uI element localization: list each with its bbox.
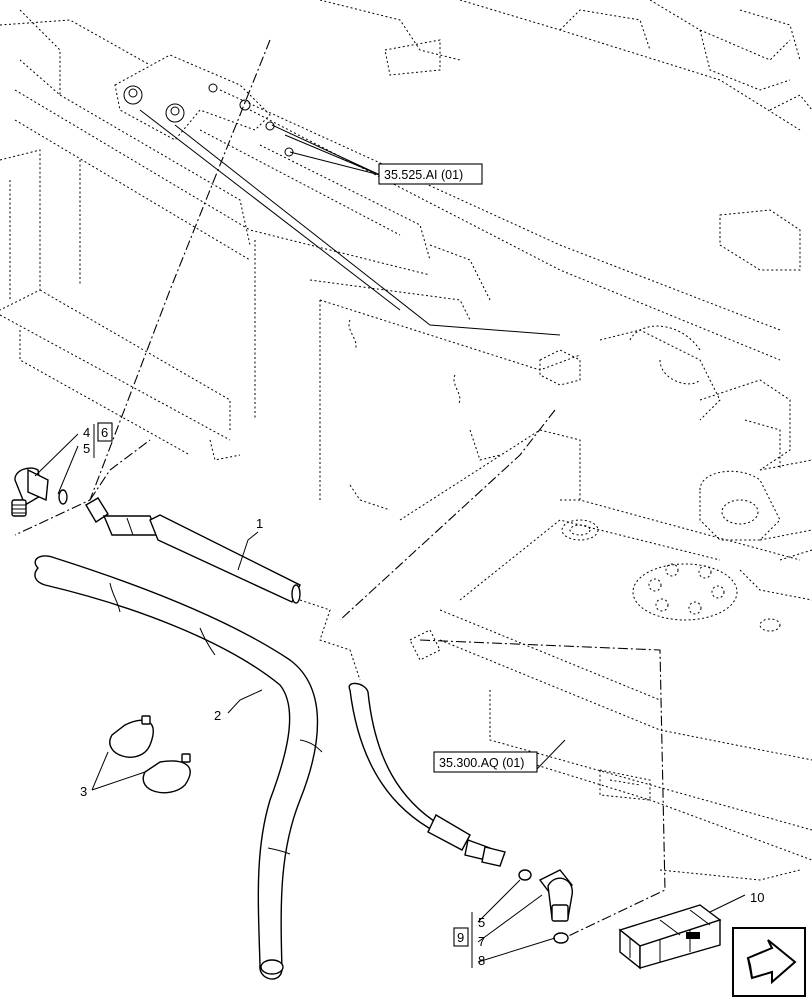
leader-lines bbox=[34, 124, 746, 963]
ref-box-35-300[interactable] bbox=[433, 751, 538, 773]
part-10-kit-crate bbox=[618, 904, 722, 970]
callout-9-box bbox=[453, 927, 469, 947]
elbow-fitting-lower bbox=[518, 869, 574, 944]
callout-6: 6 bbox=[101, 425, 108, 440]
upper-bracket bbox=[114, 54, 561, 336]
lower-hose bbox=[299, 599, 506, 867]
routing-boundary-lines bbox=[14, 39, 666, 941]
callout-6-box bbox=[97, 422, 113, 442]
callout-9: 9 bbox=[457, 930, 464, 945]
callout-5-upper: 5 bbox=[83, 441, 90, 456]
ref-label-35-525[interactable]: 35.525.AI (01) bbox=[384, 168, 463, 182]
machine-frame-background bbox=[0, 0, 812, 881]
callout-7: 7 bbox=[478, 934, 485, 949]
callout-8: 8 bbox=[478, 953, 485, 968]
callout-3: 3 bbox=[80, 784, 87, 799]
ref-label-35-300[interactable]: 35.300.AQ (01) bbox=[439, 756, 524, 770]
reference-boxes[interactable]: 35.525.AI (01) 35.300.AQ (01) bbox=[378, 163, 538, 773]
part-1-tube bbox=[85, 497, 301, 604]
next-page-arrow-icon[interactable] bbox=[732, 927, 806, 997]
callout-labels: 1 2 3 4 5 6 9 5 7 8 10 bbox=[80, 422, 764, 968]
part-3-clamps bbox=[109, 715, 191, 794]
part-2-hose bbox=[34, 555, 323, 980]
ref-box-35-525[interactable] bbox=[378, 163, 483, 185]
callout-5-lower: 5 bbox=[478, 915, 485, 930]
callout-10: 10 bbox=[750, 890, 764, 905]
elbow-fitting-upper bbox=[11, 467, 68, 517]
callout-2: 2 bbox=[214, 708, 221, 723]
callout-1: 1 bbox=[256, 516, 263, 531]
callout-4: 4 bbox=[83, 425, 90, 440]
